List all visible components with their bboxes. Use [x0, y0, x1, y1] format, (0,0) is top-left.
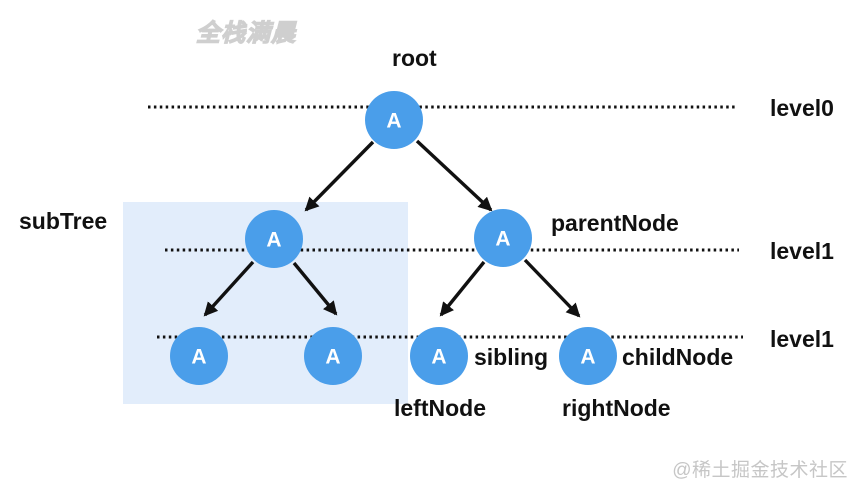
node-subtree-left-leaf: A: [170, 327, 228, 385]
root-label: root: [392, 45, 437, 71]
edge-parent-to-sibling: [439, 260, 486, 317]
node-subtree-root: A: [245, 210, 303, 268]
top-watermark: 全栈满晨: [195, 19, 296, 47]
sibling-label: sibling: [474, 344, 549, 370]
node-parent: A: [474, 209, 532, 267]
edge-root-to-subtree-root: [304, 140, 375, 212]
level1-lower-label: level1: [770, 326, 834, 352]
node-root-label: A: [386, 110, 401, 133]
right-node-label: rightNode: [562, 395, 671, 421]
node-subtree-root-label: A: [266, 229, 281, 252]
edge-subtree-root-to-left-leaf: [203, 260, 255, 317]
node-sibling-circle: [410, 327, 468, 385]
node-subtree-root-circle: [245, 210, 303, 268]
node-subtree-right-leaf-label: A: [325, 346, 340, 369]
node-subtree-right-leaf-circle: [304, 327, 362, 385]
bottom-watermark: @稀土掘金技术社区: [672, 460, 848, 481]
node-child: A: [559, 327, 617, 385]
node-child-label: A: [580, 346, 595, 369]
child-node-label: childNode: [622, 344, 734, 370]
node-subtree-left-leaf-circle: [170, 327, 228, 385]
edge-root-to-parent: [415, 139, 493, 212]
node-parent-circle: [474, 209, 532, 267]
left-node-label: leftNode: [394, 395, 486, 421]
node-child-circle: [559, 327, 617, 385]
node-root: A: [365, 91, 423, 149]
edge-parent-to-child: [523, 258, 581, 318]
node-sibling-label: A: [431, 346, 446, 369]
edge-subtree-root-to-right-leaf: [292, 261, 338, 316]
node-subtree-left-leaf-label: A: [191, 346, 206, 369]
level1-upper-label: level1: [770, 238, 834, 264]
subtree-label: subTree: [19, 208, 108, 234]
level0-label: level0: [770, 95, 834, 121]
node-subtree-right-leaf: A: [304, 327, 362, 385]
node-parent-label: A: [495, 228, 510, 251]
node-root-circle: [365, 91, 423, 149]
parent-node-label: parentNode: [551, 210, 679, 236]
node-sibling: A: [410, 327, 468, 385]
